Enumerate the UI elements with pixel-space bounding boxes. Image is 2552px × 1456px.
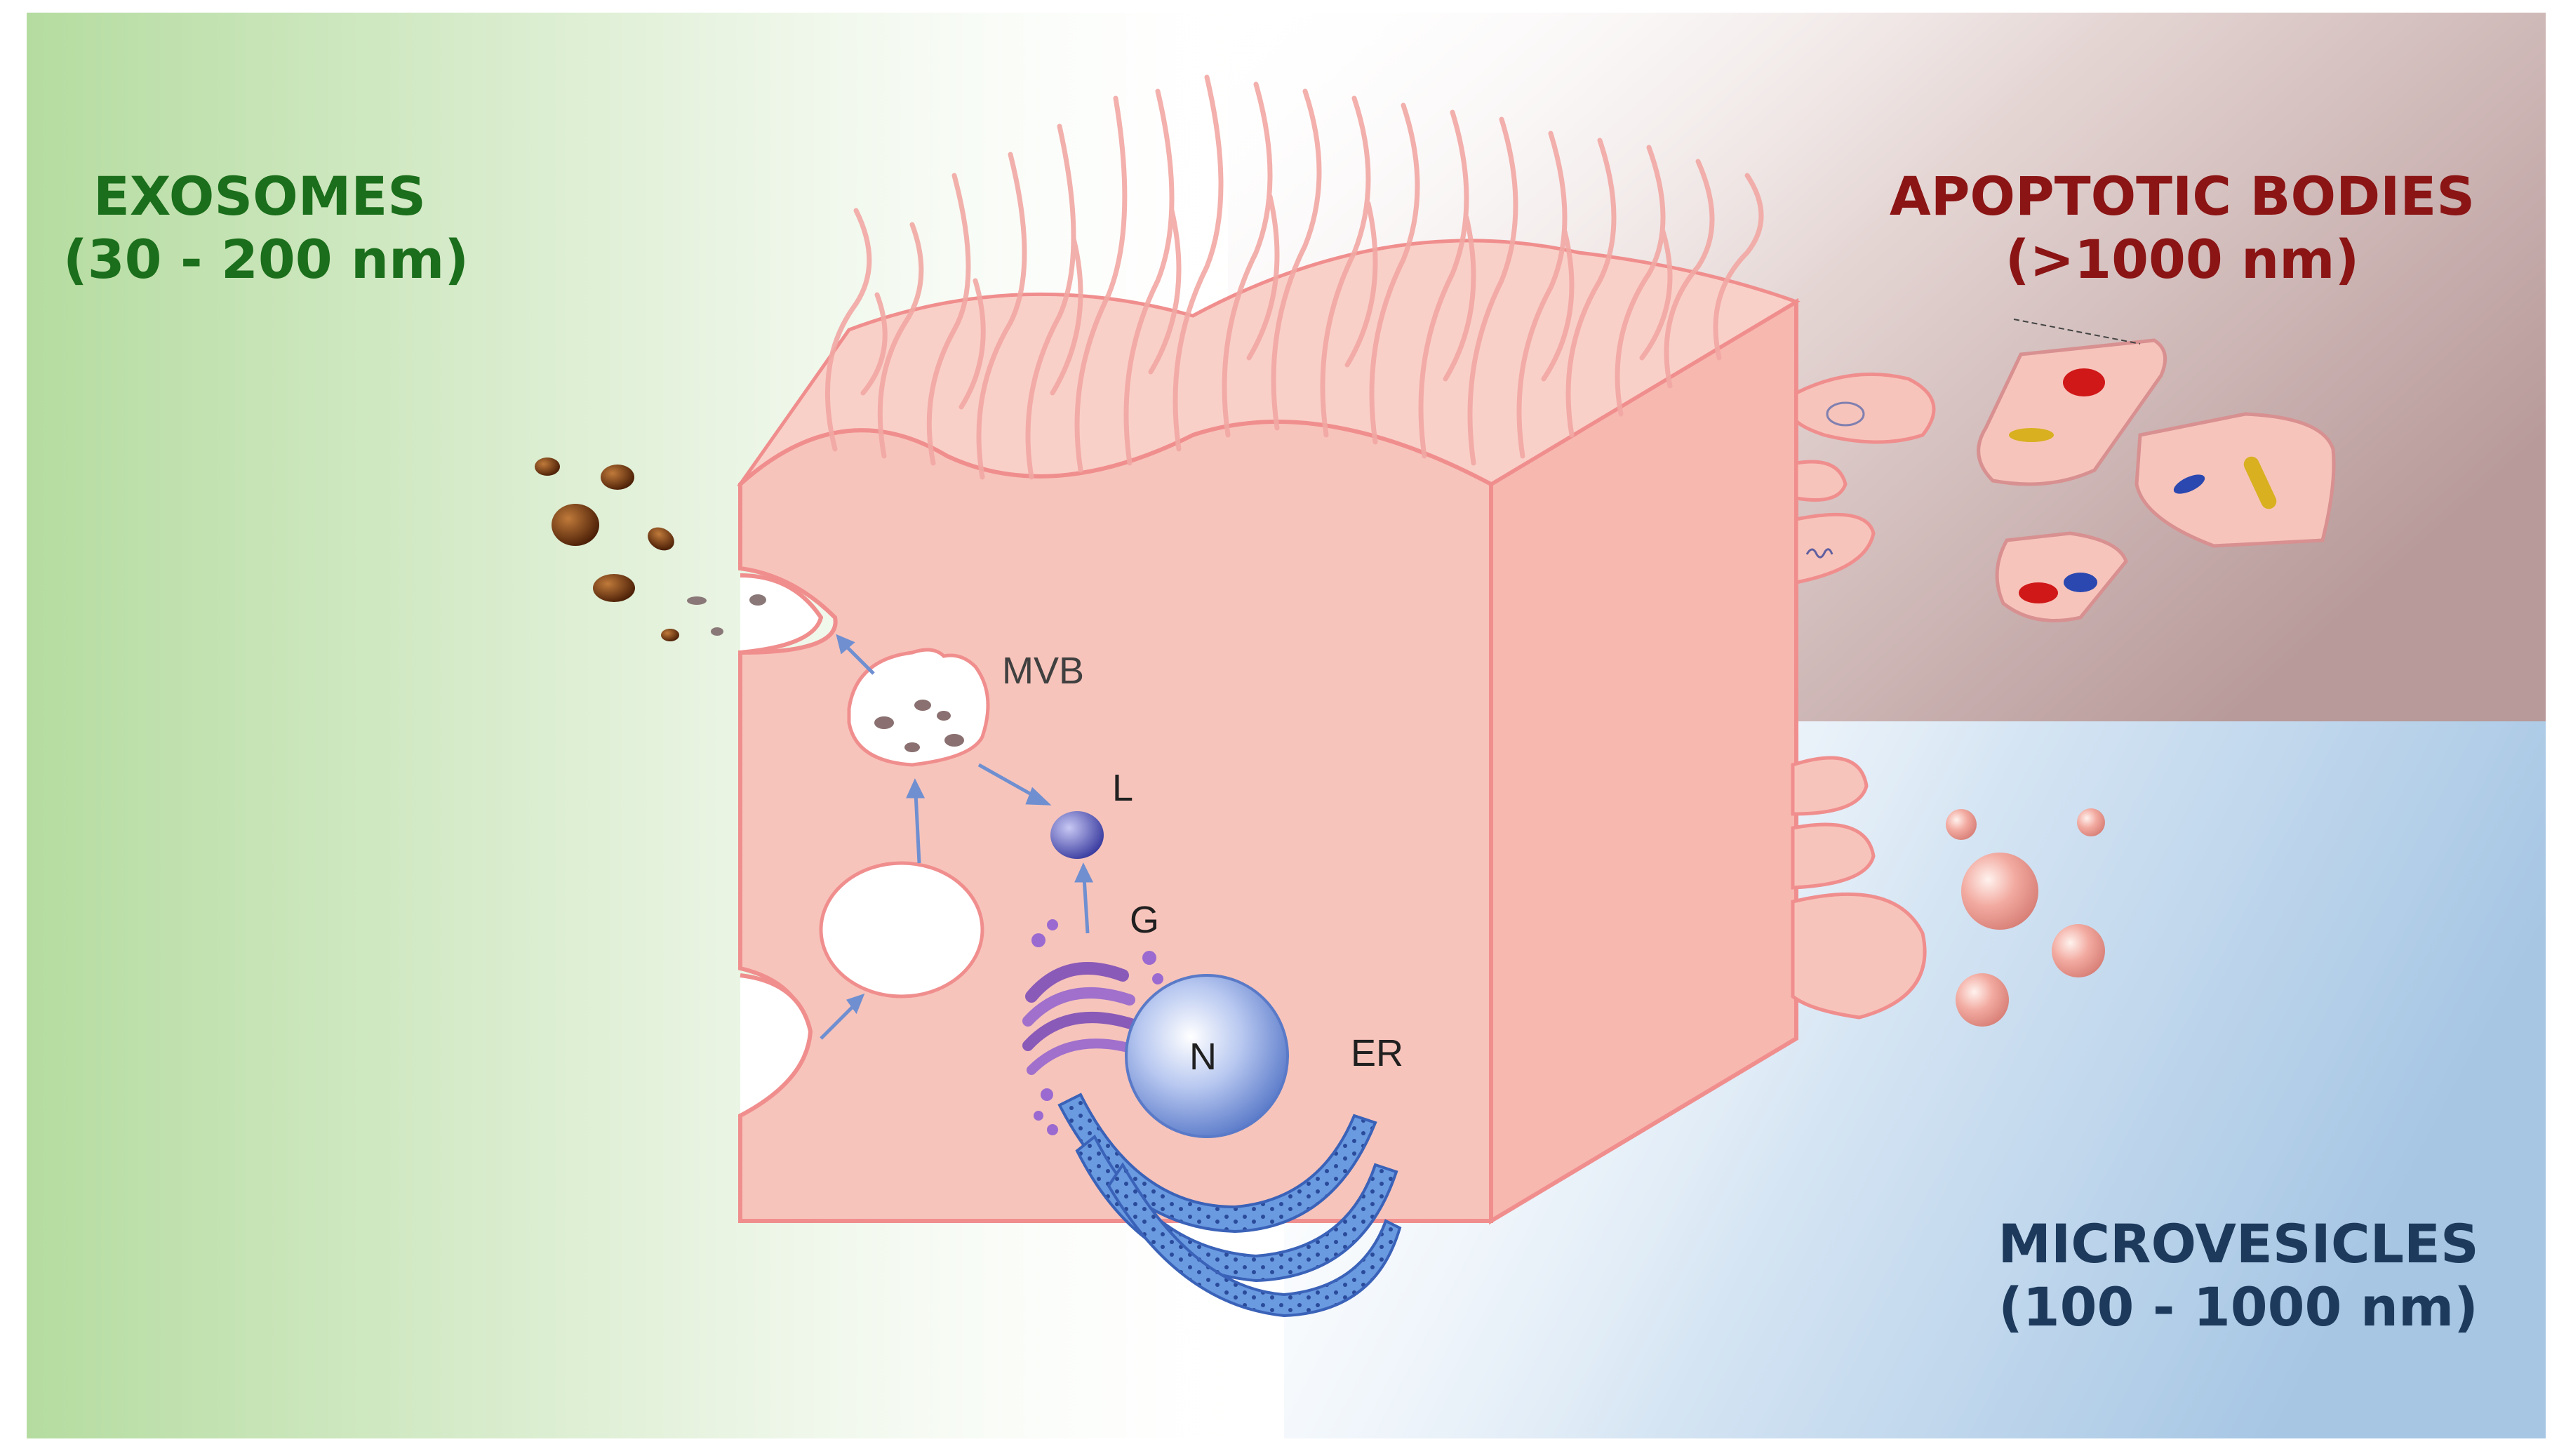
microvesicles-label: MICROVESICLES (100 - 1000 nm)	[1937, 1213, 2540, 1338]
nucleus-label: N	[1189, 1036, 1217, 1078]
lysosome	[1050, 811, 1104, 859]
exosomes-size: (30 - 200 nm)	[63, 227, 469, 290]
cell-front-face	[738, 420, 1493, 1223]
endocytic-invagination	[739, 973, 813, 1118]
apoptotic-bodies-size: (>1000 nm)	[2005, 227, 2360, 290]
early-endosome	[819, 861, 984, 999]
exosomes-title: EXOSOMES	[93, 165, 427, 227]
nucleus	[1125, 974, 1289, 1138]
er-label: ER	[1351, 1032, 1404, 1074]
apoptotic-body-fragments	[1977, 319, 2336, 622]
microvesicles-title: MICROVESICLES	[1998, 1213, 2479, 1275]
cell	[737, 239, 1801, 1225]
trafficking-arrows	[820, 634, 1094, 1040]
cell-top-face	[737, 239, 1801, 486]
microvesicle-particles	[1946, 808, 2105, 1027]
multivesicular-body	[847, 648, 990, 767]
apoptotic-blebs	[1794, 372, 1936, 585]
endoplasmic-reticulum	[1057, 1093, 1402, 1318]
apoptotic-bodies-title: APOPTOTIC BODIES	[1889, 165, 2476, 227]
apoptotic-bodies-label: APOPTOTIC BODIES (>1000 nm)	[1866, 165, 2498, 290]
lysosome-label: L	[1112, 767, 1134, 809]
golgi-label: G	[1130, 899, 1160, 941]
microvilli	[824, 74, 1764, 480]
exosomes-label: EXOSOMES (30 - 200 nm)	[63, 165, 469, 290]
microvesicle-buds	[1791, 756, 1927, 1020]
mvb-label: MVB	[1002, 650, 1085, 692]
exosome-particles	[535, 457, 766, 641]
microvesicles-size: (100 - 1000 nm)	[1998, 1275, 2478, 1338]
golgi-apparatus	[1022, 919, 1163, 1135]
